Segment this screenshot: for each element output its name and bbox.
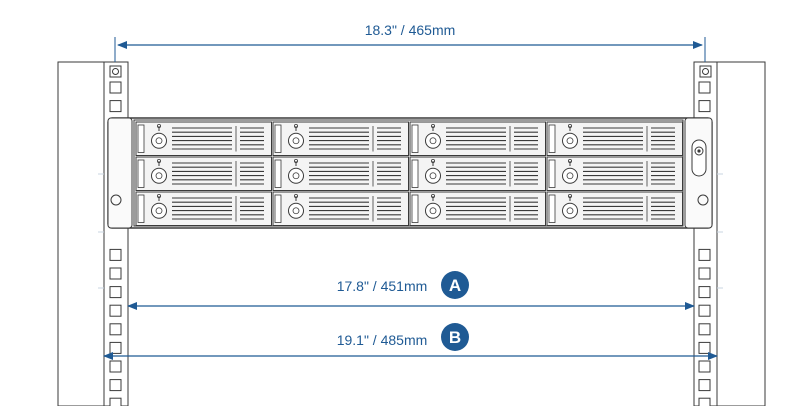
rail-hole — [698, 286, 711, 299]
rail-hole — [698, 81, 711, 94]
lock-knob-icon — [425, 124, 441, 149]
dimension-b-label: 19.1" / 485mm — [337, 332, 428, 348]
drive-bay — [135, 121, 272, 156]
right-rail-holes — [698, 81, 711, 406]
left-rack-post — [57, 61, 105, 406]
lock-knob-icon — [562, 124, 578, 149]
left-mount-ear — [107, 117, 133, 229]
rail-hole — [109, 100, 122, 113]
drive-bay — [135, 191, 272, 226]
drive-bay — [272, 121, 409, 156]
power-button-icon — [691, 139, 707, 177]
rail-hole — [109, 267, 122, 280]
rail-hole — [698, 267, 711, 280]
right-rack-rail — [693, 61, 718, 406]
lock-knob-icon — [151, 158, 167, 184]
rail-hole — [109, 323, 122, 336]
drive-bay — [546, 121, 683, 156]
lock-knob-icon — [425, 193, 441, 219]
lock-knob-icon — [288, 193, 304, 219]
rail-hole — [109, 379, 122, 392]
lock-knob-icon — [562, 158, 578, 184]
lock-knob-icon — [288, 158, 304, 184]
rail-hole — [698, 248, 711, 261]
drive-bay — [272, 156, 409, 191]
drive-bay — [409, 121, 546, 156]
drive-bay — [409, 156, 546, 191]
badge-b-text: B — [449, 328, 461, 347]
badge-a — [441, 271, 469, 299]
rail-hole — [698, 360, 711, 373]
nas-enclosure — [107, 117, 713, 229]
drive-bay — [409, 191, 546, 226]
rail-hole — [109, 397, 122, 406]
rail-hole — [109, 360, 122, 373]
rail-hole — [698, 397, 711, 406]
lock-knob-icon — [562, 193, 578, 219]
lock-knob-icon — [425, 158, 441, 184]
lock-knob-icon — [151, 124, 167, 149]
lock-knob-icon — [151, 193, 167, 219]
badge-a-text: A — [449, 276, 461, 295]
drive-bay — [272, 191, 409, 226]
dimension-top: 18.3" / 465mm — [114, 22, 706, 62]
rail-hole — [109, 304, 122, 317]
badge-b — [441, 323, 469, 351]
left-screw-icon — [109, 65, 122, 78]
drive-bay — [546, 156, 683, 191]
rail-hole — [109, 81, 122, 94]
rail-hole — [698, 304, 711, 317]
left-rack-rail — [103, 61, 129, 406]
rail-hole — [109, 286, 122, 299]
left-rail-holes — [109, 81, 122, 406]
dimension-top-label: 18.3" / 465mm — [365, 22, 456, 38]
right-screw-icon — [699, 65, 712, 78]
lock-knob-icon — [288, 124, 304, 149]
dimension-a: 17.8" / 451mm A — [127, 271, 695, 310]
dimension-b: 19.1" / 485mm B — [103, 323, 718, 360]
rail-hole — [698, 379, 711, 392]
drive-bay — [135, 156, 272, 191]
rail-hole — [109, 341, 122, 354]
rail-hole — [109, 248, 122, 261]
drive-bay — [546, 191, 683, 226]
dimension-a-label: 17.8" / 451mm — [337, 278, 428, 294]
right-rack-post — [716, 61, 766, 406]
rail-hole — [698, 323, 711, 336]
rail-hole — [698, 341, 711, 354]
drive-bay-grid — [135, 121, 683, 226]
rail-hole — [698, 100, 711, 113]
